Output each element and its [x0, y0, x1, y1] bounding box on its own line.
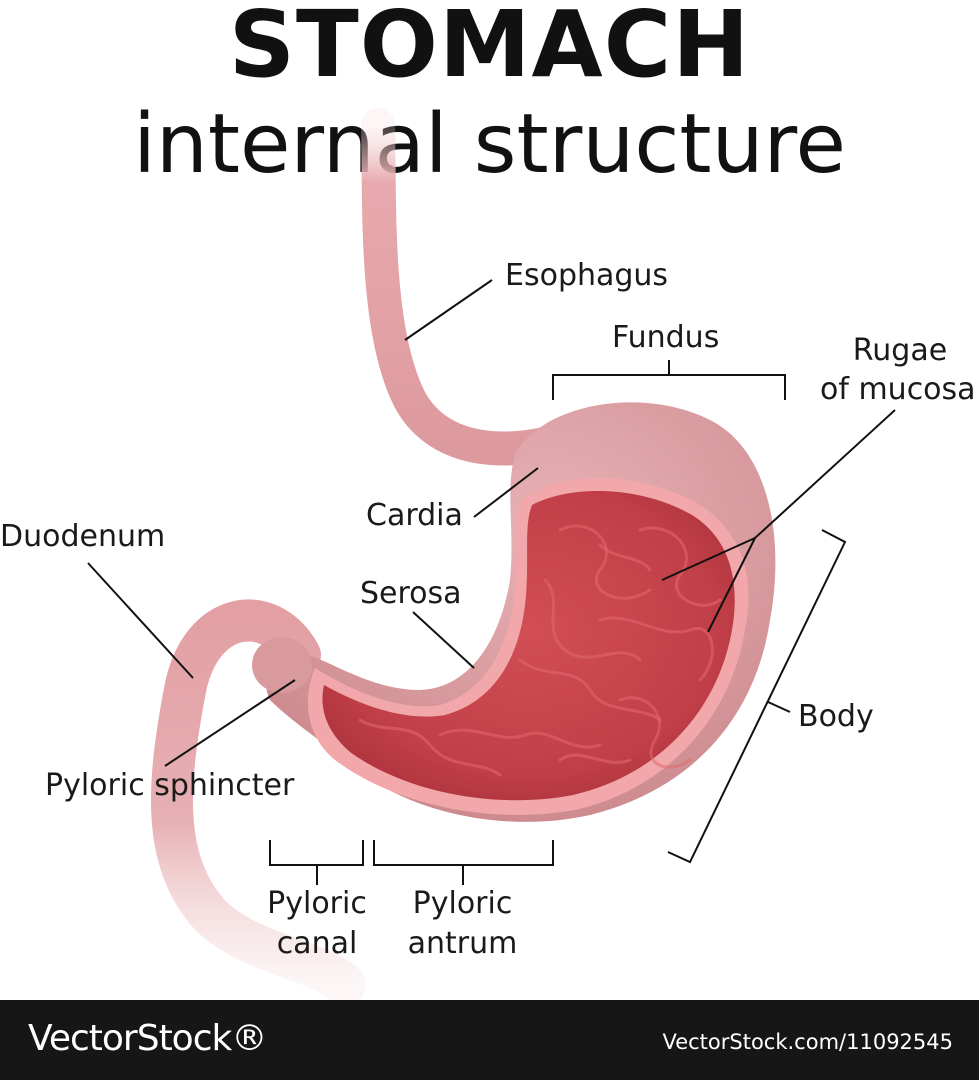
cardia-leader [473, 467, 539, 518]
esophagus-shape [361, 108, 577, 466]
watermark-image-id: VectorStock.com/11092545 [662, 1030, 953, 1054]
pyloric-sphincter-leader [164, 679, 296, 767]
label-cardia: Cardia [366, 498, 463, 533]
label-duodenum: Duodenum [0, 519, 166, 554]
pyloric-antrum-bracket [373, 840, 554, 866]
rugae-folds [358, 524, 722, 777]
watermark-brand: VectorStock® [28, 1018, 267, 1059]
duodenum-leader [87, 562, 194, 679]
duodenum-shape [150, 599, 366, 1000]
label-esophagus: Esophagus [505, 258, 669, 293]
label-pyloric-antrum-line1: Pyloric [412, 886, 513, 921]
body-bracket [667, 529, 847, 864]
label-pyloric-antrum-line2: antrum [407, 926, 518, 961]
rugae-leader-branch-a [661, 537, 756, 581]
rugae-leader [754, 409, 896, 539]
label-rugae-line2: of mucosa [820, 372, 976, 407]
watermark-bar: VectorStock® VectorStock.com/11092545 [0, 1000, 979, 1080]
label-pyloric-canal-line1: Pyloric [267, 886, 367, 921]
label-rugae-line1: Rugae [852, 333, 948, 368]
fundus-bracket [552, 374, 786, 400]
label-pyloric-canal-line2: canal [276, 926, 358, 961]
diagram-subtitle: internal structure [133, 97, 846, 192]
label-fundus: Fundus [612, 320, 720, 355]
esophagus-leader [404, 279, 493, 341]
pyloric-canal-bracket [269, 840, 364, 866]
stomach-interior [322, 491, 735, 801]
stomach-illustration [87, 108, 896, 1000]
serosa-leader [412, 611, 475, 669]
pyloric-sphincter-shape [252, 637, 312, 693]
leader-lines [87, 279, 896, 885]
label-pyloric-sphincter: Pyloric sphincter [45, 768, 295, 803]
label-body: Body [798, 699, 874, 734]
rugae-leader-branch-b [707, 537, 756, 633]
diagram-title: STOMACH [228, 0, 751, 98]
label-serosa: Serosa [360, 576, 462, 611]
body-bracket-tick [767, 701, 791, 713]
